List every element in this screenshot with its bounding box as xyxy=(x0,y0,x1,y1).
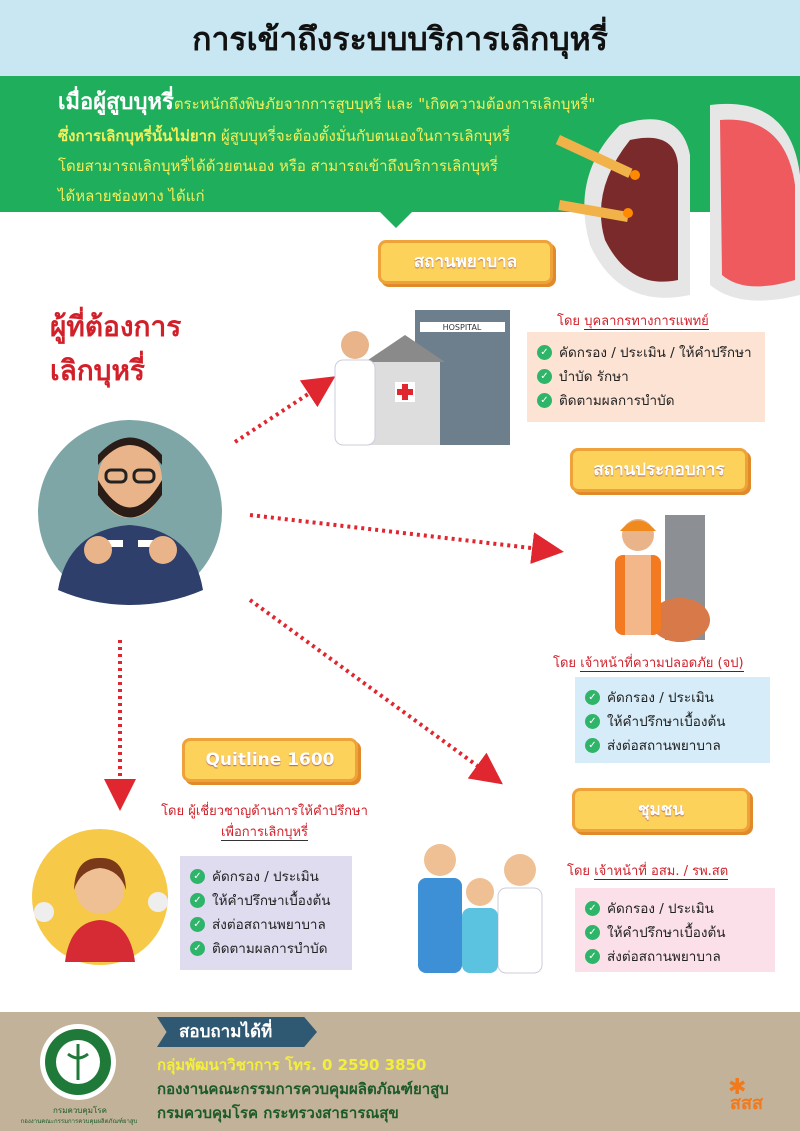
hospital-illustration: HOSPITAL xyxy=(334,310,510,446)
contact-office: กองงานคณะกรรมการควบคุมผลิตภัณฑ์ยาสูบ xyxy=(157,1080,449,1098)
arrow-to-community xyxy=(248,598,503,785)
list-item: ✓คัดกรอง / ประเมิน xyxy=(190,864,342,888)
intro-pointer xyxy=(378,210,414,228)
community-provider: โดย เจ้าหน้าที่ อสม. / รพ.สต xyxy=(567,864,729,880)
check-icon: ✓ xyxy=(537,368,552,384)
smoker-heading-line-2: เลิกบุหรี่ xyxy=(50,354,145,387)
check-icon: ✓ xyxy=(190,940,205,956)
check-icon: ✓ xyxy=(190,868,205,884)
workplace-provider: โดย เจ้าหน้าที่ความปลอดภัย (จป) xyxy=(553,656,744,672)
list-item: ✓คัดกรอง / ประเมิน / ให้คำปรึกษา xyxy=(537,340,755,364)
list-item: ✓ติดตามผลการบำบัด xyxy=(190,936,342,960)
smoker-illustration xyxy=(38,420,222,605)
contact-heading: สอบถามได้ที่ xyxy=(157,1017,317,1047)
workplace-services: ✓คัดกรอง / ประเมิน ✓ให้คำปรึกษาเบื้องต้น… xyxy=(575,677,770,763)
check-icon: ✓ xyxy=(537,392,552,408)
list-item: ✓ให้คำปรึกษาเบื้องต้น xyxy=(190,888,342,912)
page-title: การเข้าถึงระบบบริการเลิกบุหรี่ xyxy=(192,20,608,58)
list-item: ✓คัดกรอง / ประเมิน xyxy=(585,896,765,920)
intro-line-1: เมื่อผู้สูบบุหรี่ตระหนักถึงพิษภัยจากการส… xyxy=(58,90,596,115)
logo-sub: กองงานคณะกรรมการควบคุมผลิตภัณฑ์ยาสูบ xyxy=(20,1118,138,1125)
badge-quitline: Quitline 1600 xyxy=(182,738,358,782)
check-icon: ✓ xyxy=(585,900,600,916)
badge-hospital: สถานพยาบาล xyxy=(378,240,553,284)
list-item: ✓คัดกรอง / ประเมิน xyxy=(585,685,760,709)
check-icon: ✓ xyxy=(190,916,205,932)
list-item: ✓ส่งต่อสถานพยาบาล xyxy=(585,944,765,968)
check-icon: ✓ xyxy=(190,892,205,908)
community-services: ✓คัดกรอง / ประเมิน ✓ให้คำปรึกษาเบื้องต้น… xyxy=(575,888,775,972)
list-item: ✓ให้คำปรึกษาเบื้องต้น xyxy=(585,709,760,733)
list-item: ✓ส่งต่อสถานพยาบาล xyxy=(190,912,342,936)
list-item: ✓ให้คำปรึกษาเบื้องต้น xyxy=(585,920,765,944)
ministry-seal-logo xyxy=(40,1024,116,1100)
contact-phone: กลุ่มพัฒนาวิชาการ โทร. 0 2590 3850 xyxy=(157,1056,427,1074)
check-icon: ✓ xyxy=(585,713,600,729)
health-workers-illustration xyxy=(418,844,543,974)
smoker-heading: ผู้ที่ต้องการ เลิกบุหรี่ xyxy=(50,305,181,393)
list-item: ✓ส่งต่อสถานพยาบาล xyxy=(585,733,760,757)
hospital-services: ✓คัดกรอง / ประเมิน / ให้คำปรึกษา ✓บำบัด … xyxy=(527,332,765,422)
contact-department: กรมควบคุมโรค กระทรวงสาธารณสุข xyxy=(157,1104,399,1122)
worker-illustration xyxy=(615,515,710,642)
list-item: ✓ติดตามผลการบำบัด xyxy=(537,388,755,412)
hospital-sign: HOSPITAL xyxy=(443,323,482,332)
list-item: ✓บำบัด รักษา xyxy=(537,364,755,388)
intro-line-2: ซึ่งการเลิกบุหรี่นั้นไม่ยาก ผู้สูบบุหรี่… xyxy=(58,127,511,145)
badge-community: ชุมชน xyxy=(572,788,750,832)
quitline-provider: โดย ผู้เชี่ยวชาญด้านการให้คำปรึกษาเพื่อก… xyxy=(161,804,368,841)
call-agent-illustration xyxy=(32,829,168,965)
lung-illustration xyxy=(555,103,800,301)
header-band xyxy=(0,0,800,76)
quitline-services: ✓คัดกรอง / ประเมิน ✓ให้คำปรึกษาเบื้องต้น… xyxy=(180,856,352,970)
intro-line-3: โดยสามารถเลิกบุหรี่ได้ด้วยตนเอง หรือ สาม… xyxy=(58,157,498,175)
check-icon: ✓ xyxy=(585,924,600,940)
arrow-to-workplace xyxy=(249,513,564,565)
arrow-to-hospital xyxy=(233,376,336,444)
thaihealth-logo: ✱ xyxy=(728,1075,747,1100)
check-icon: ✓ xyxy=(537,344,552,360)
check-icon: ✓ xyxy=(585,948,600,964)
smoker-heading-line-1: ผู้ที่ต้องการ xyxy=(50,310,182,343)
check-icon: ✓ xyxy=(585,737,600,753)
intro-line-4: ได้หลายช่องทาง ได้แก่ xyxy=(58,187,205,205)
logo-dept: กรมควบคุมโรค xyxy=(53,1106,107,1115)
badge-workplace: สถานประกอบการ xyxy=(570,448,748,492)
hospital-provider: โดย บุคลากรทางการแพทย์ xyxy=(557,314,709,330)
check-icon: ✓ xyxy=(585,689,600,705)
footer xyxy=(0,1012,800,1131)
thaihealth-logo-text: สสส xyxy=(730,1093,763,1114)
